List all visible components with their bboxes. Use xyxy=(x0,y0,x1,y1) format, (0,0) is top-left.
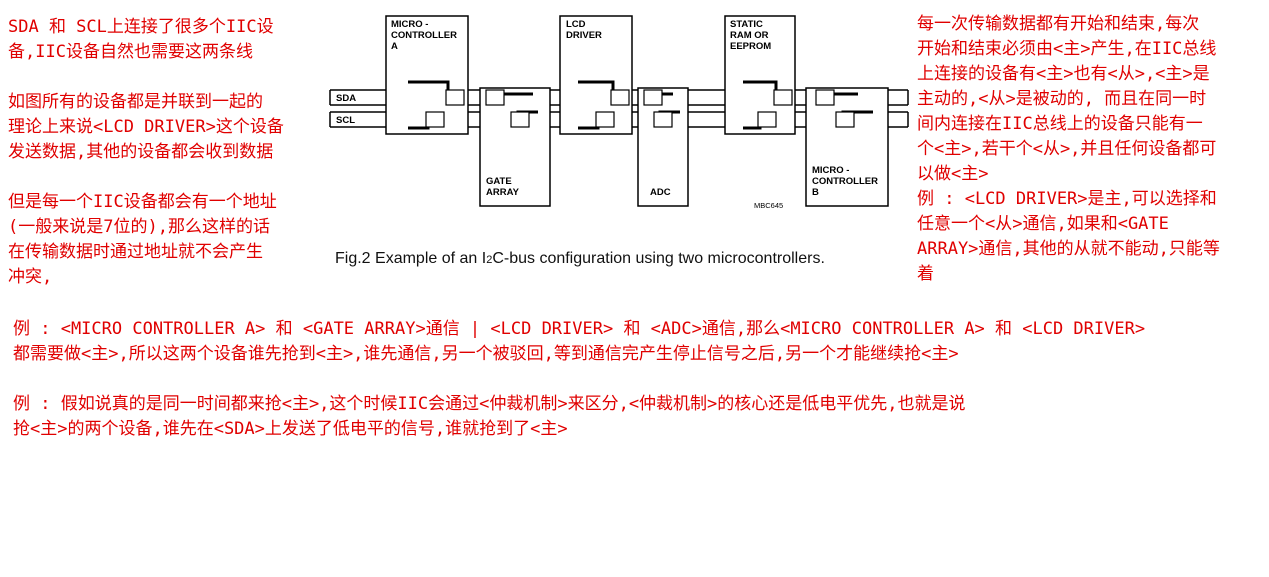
figure-ref-code: MBC645 xyxy=(754,201,783,210)
device-gate-array xyxy=(479,87,551,207)
device-adc xyxy=(637,87,689,207)
lcd-driver-label: LCD DRIVER xyxy=(566,19,602,41)
gate-array-label: GATE ARRAY xyxy=(486,176,520,198)
static-ram-label: STATIC RAM OR EEPROM xyxy=(730,19,771,52)
note-example-contention: 例 : <MICRO CONTROLLER A> 和 <GATE ARRAY>通… xyxy=(13,319,1146,364)
note-master-slave: 每一次传输数据都有开始和结束,每次 开始和结束必须由<主>产生,在IIC总线 上… xyxy=(917,14,1220,284)
adc-label: ADC xyxy=(650,187,671,198)
scl-label: SCL xyxy=(336,115,355,126)
micro-controller-a-label: MICRO - CONTROLLER A xyxy=(391,19,460,52)
sda-label: SDA xyxy=(336,93,356,104)
note-example-arbitration: 例 : 假如说真的是同一时间都来抢<主>,这个时候IIC会通过<仲裁机制>来区分… xyxy=(13,394,966,439)
note-addresses: 但是每一个IIC设备都会有一个地址 (一般来说是7位的),那么这样的话 在传输数… xyxy=(8,192,277,287)
figure-caption: Fig.2 Example of an I2C-bus configuratio… xyxy=(335,250,825,267)
device-micro-controller-b xyxy=(805,87,889,207)
micro-controller-b-label: MICRO - CONTROLLER B xyxy=(812,165,881,198)
device-lcd-driver xyxy=(559,15,633,135)
note-parallel-devices: 如图所有的设备都是并联到一起的 理论上来说<LCD DRIVER>这个设备 发送… xyxy=(8,92,284,162)
note-bus-lines: SDA 和 SCL上连接了很多个IIC设 备,IIC设备自然也需要这两条线 xyxy=(8,17,274,62)
i2c-bus-diagram: SDA SCL MICRO - CONTROLLER A LCD DRIVER … xyxy=(328,12,913,217)
